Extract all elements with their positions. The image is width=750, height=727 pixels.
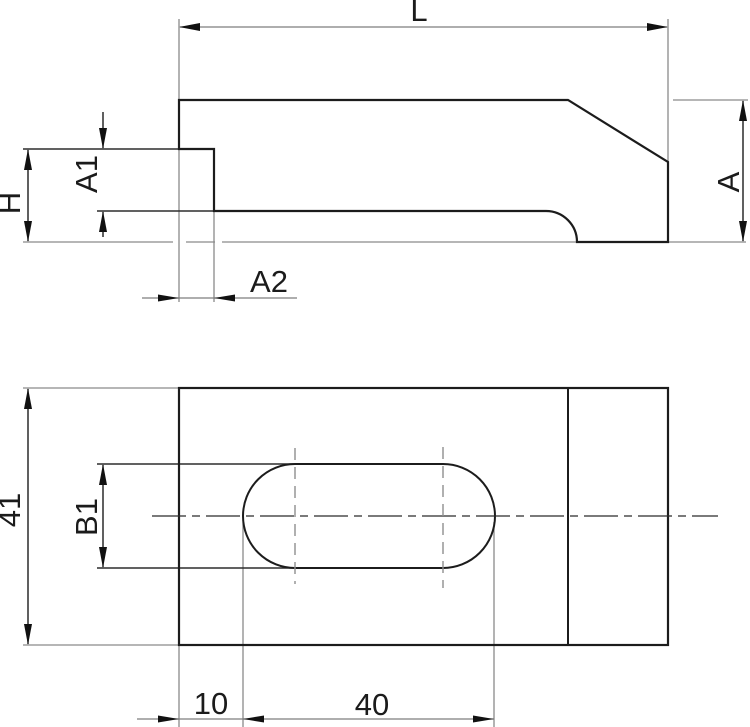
dim-A1-arrow-top-icon (99, 128, 107, 149)
dim-A-arrow-bottom-icon (739, 221, 747, 242)
dim-A-arrow-top-icon (739, 100, 747, 121)
dim-H-label: H (0, 192, 27, 214)
dim-A2-arrow-right-icon (214, 294, 235, 302)
dim-40-label: 40 (355, 687, 389, 722)
dim-L-arrow-left-icon (179, 23, 200, 31)
dim-B1-label: B1 (69, 498, 104, 536)
dim-41-arrow-bottom-icon (24, 624, 32, 645)
dim-10-label: 10 (194, 686, 228, 721)
dim-10-arrow-left-icon (158, 715, 179, 723)
dim-A1-label: A1 (69, 155, 104, 193)
dim-10-40-shared-arrow-icon (243, 715, 264, 723)
dim-A-label: A (711, 171, 746, 192)
dim-H-arrow-bottom-icon (24, 221, 32, 242)
dim-H-arrow-top-icon (24, 149, 32, 170)
side-view-part-outline (177, 98, 670, 244)
dim-B1-arrow-bottom-icon (99, 547, 107, 568)
dim-A2-label: A2 (250, 264, 288, 299)
dim-40-arrow-right-icon (473, 715, 494, 723)
dim-A2-arrow-left-icon (158, 294, 179, 302)
dim-L-label: L (410, 0, 427, 28)
dim-L-arrow-right-icon (647, 23, 668, 31)
dim-41-arrow-top-icon (24, 388, 32, 409)
dim-B1-arrow-top-icon (99, 464, 107, 485)
dim-41-label: 41 (0, 493, 27, 527)
dim-A1-arrow-bottom-icon (99, 211, 107, 232)
